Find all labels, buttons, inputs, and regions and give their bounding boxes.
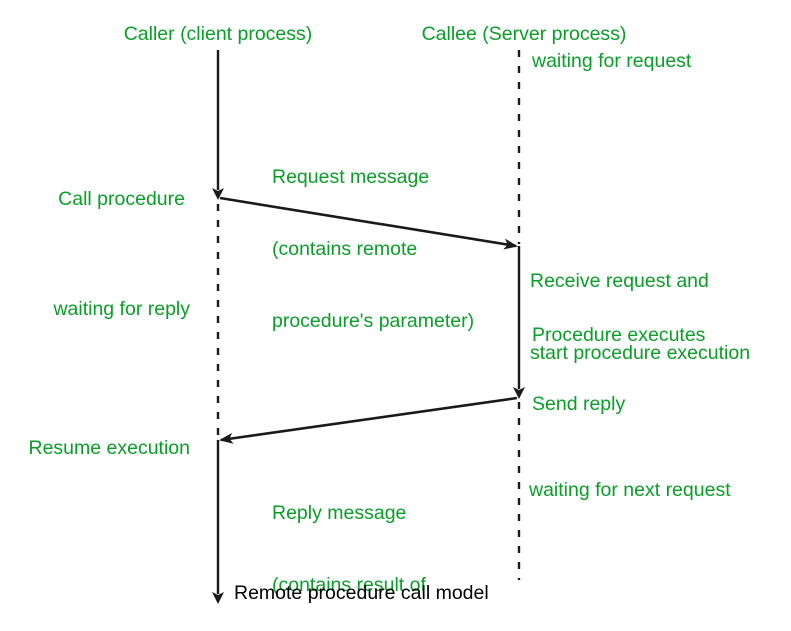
request-message-line-1: Request message bbox=[272, 166, 430, 188]
send-reply-label: Send reply bbox=[532, 393, 626, 415]
receive-request-line-2: start procedure execution bbox=[530, 342, 751, 364]
reply-message-label: Reply message (contains result of proced… bbox=[272, 453, 455, 631]
receive-request-label: Receive request and start procedure exec… bbox=[530, 221, 750, 413]
procedure-executes-label: Procedure executes bbox=[532, 324, 706, 346]
request-message-line-3: procedure's parameter) bbox=[272, 310, 475, 332]
reply-message-line-2: (contains result of bbox=[272, 574, 426, 596]
caller-header-label: Caller (client process) bbox=[123, 23, 313, 45]
receive-request-line-1: Receive request and bbox=[530, 270, 709, 292]
waiting-for-request-label: waiting for request bbox=[532, 50, 692, 72]
waiting-for-next-request-label: waiting for next request bbox=[529, 479, 731, 501]
reply-message-line-1: Reply message bbox=[272, 502, 407, 524]
diagram-caption: Remote procedure call model bbox=[234, 582, 489, 604]
request-message-line-2: (contains remote bbox=[272, 238, 418, 260]
call-procedure-label: Call procedure bbox=[58, 188, 185, 210]
request-message-arrow bbox=[219, 196, 518, 250]
reply-message-arrow bbox=[219, 396, 518, 444]
waiting-for-reply-label: waiting for reply bbox=[53, 298, 190, 320]
request-message-label: Request message (contains remote procedu… bbox=[272, 117, 474, 381]
resume-execution-label: Resume execution bbox=[28, 437, 190, 459]
callee-header-label: Callee (Server process) bbox=[421, 23, 627, 45]
